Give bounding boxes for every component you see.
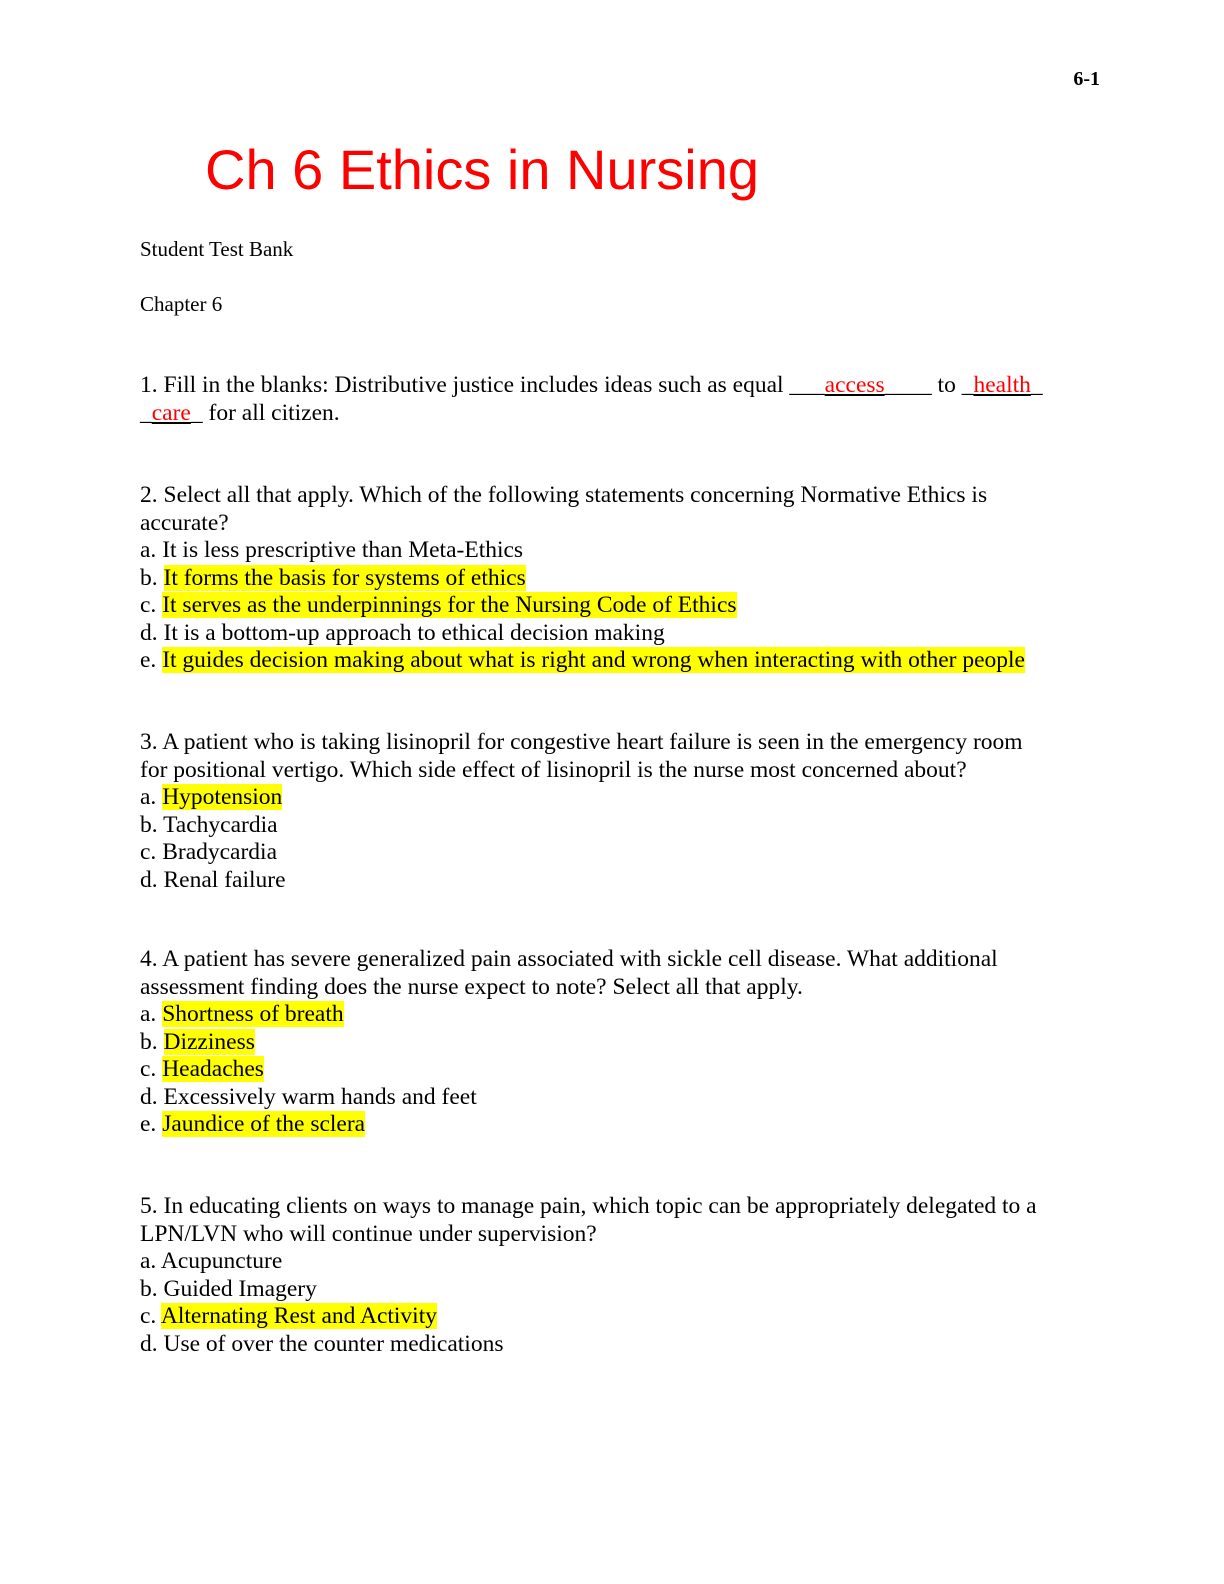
question-4-option-d: d. Excessively warm hands and feet <box>140 1084 1050 1112</box>
option-text: Use of over the counter medications <box>163 1330 504 1357</box>
option-letter: b. <box>140 1275 158 1302</box>
question-4-stem-line2: assessment finding does the nurse expect… <box>140 973 803 1000</box>
question-1-blank3-answer: care <box>151 399 191 426</box>
option-text: Bradycardia <box>162 839 278 865</box>
question-1-blank1-suffix: ____ <box>884 372 932 398</box>
question-1-blank2-answer: health <box>973 372 1031 398</box>
option-letter: b. <box>140 1028 158 1055</box>
option-letter: c. <box>140 839 157 865</box>
option-letter: c. <box>140 1303 157 1329</box>
option-text: Guided Imagery <box>163 1275 317 1302</box>
question-1-stem-line2-rest: for all citizen. <box>202 399 340 426</box>
option-text: Dizziness <box>163 1028 255 1055</box>
question-1-blank2-prefix: _ <box>961 372 974 398</box>
option-text: Hypotension <box>162 784 283 810</box>
option-letter: a. <box>140 537 157 563</box>
question-1-blank1-answer: access <box>824 372 885 398</box>
question-2-stem-line2: accurate? <box>140 509 229 536</box>
option-text: Jaundice of the sclera <box>162 1111 366 1137</box>
option-letter: a. <box>140 1001 157 1027</box>
option-text: Shortness of breath <box>162 1001 344 1027</box>
question-5-option-a: a. Acupuncture <box>140 1248 1050 1276</box>
question-1-stem-text: 1. Fill in the blanks: Distributive just… <box>140 372 790 398</box>
option-text: It is a bottom-up approach to ethical de… <box>163 619 665 646</box>
question-3: 3. A patient who is taking lisinopril fo… <box>140 729 1050 894</box>
option-letter: d. <box>140 1083 158 1110</box>
option-letter: b. <box>140 564 158 591</box>
question-1-blank3-prefix: _ <box>140 399 152 426</box>
question-2-option-a: a. It is less prescriptive than Meta-Eth… <box>140 537 1050 565</box>
question-4-stem-line1: 4. A patient has severe generalized pain… <box>140 946 998 972</box>
option-letter: c. <box>140 592 157 618</box>
question-1-stem-middle: to <box>931 372 962 398</box>
question-1-blank1-prefix: ___ <box>789 372 825 398</box>
option-text: Renal failure <box>163 866 286 893</box>
question-1: 1. Fill in the blanks: Distributive just… <box>140 372 1050 427</box>
option-letter: a. <box>140 1248 157 1274</box>
option-text: It serves as the underpinnings for the N… <box>162 592 737 618</box>
option-text: Tachycardia <box>163 811 278 838</box>
option-letter: e. <box>140 1111 157 1137</box>
question-3-stem-line1: 3. A patient who is taking lisinopril fo… <box>140 729 1023 755</box>
question-4-option-c: c. Headaches <box>140 1056 1050 1084</box>
question-1-stem: 1. Fill in the blanks: Distributive just… <box>140 372 1050 400</box>
question-2-stem-line1: 2. Select all that apply. Which of the f… <box>140 482 988 508</box>
question-5-option-d: d. Use of over the counter medications <box>140 1331 1050 1359</box>
question-2-option-d: d. It is a bottom-up approach to ethical… <box>140 620 1050 648</box>
question-2: 2. Select all that apply. Which of the f… <box>140 482 1050 675</box>
question-5-option-b: b. Guided Imagery <box>140 1276 1050 1304</box>
option-letter: c. <box>140 1056 157 1082</box>
question-3-option-d: d. Renal failure <box>140 867 1050 895</box>
question-4-option-a: a. Shortness of breath <box>140 1001 1050 1029</box>
question-1-blank3-suffix: _ <box>190 399 203 426</box>
question-3-option-c: c. Bradycardia <box>140 839 1050 867</box>
question-3-option-a: a. Hypotension <box>140 784 1050 812</box>
option-letter: d. <box>140 1330 158 1357</box>
option-text: It forms the basis for systems of ethics <box>163 564 526 591</box>
option-text: Alternating Rest and Activity <box>160 1303 437 1329</box>
chapter-label: Chapter 6 <box>140 292 223 316</box>
option-letter: b. <box>140 811 158 838</box>
option-text: Acupuncture <box>160 1248 283 1274</box>
question-5: 5. In educating clients on ways to manag… <box>140 1193 1050 1358</box>
question-4-option-b: b. Dizziness <box>140 1028 1050 1057</box>
question-4-option-e: e. Jaundice of the sclera <box>140 1111 1050 1139</box>
option-letter: d. <box>140 866 158 893</box>
option-text: Headaches <box>162 1056 264 1082</box>
option-text: It guides decision making about what is … <box>162 647 1025 673</box>
page-title: Ch 6 Ethics in Nursing <box>205 138 760 201</box>
subtitle-student-test-bank: Student Test Bank <box>140 237 294 261</box>
option-text: Excessively warm hands and feet <box>163 1083 477 1110</box>
option-letter: a. <box>140 784 157 810</box>
question-4: 4. A patient has severe generalized pain… <box>140 946 1050 1139</box>
question-1-stem-line2: _care_ for all citizen. <box>140 400 1050 428</box>
option-text: It is less prescriptive than Meta-Ethics <box>162 537 524 563</box>
question-5-stem-line1: 5. In educating clients on ways to manag… <box>140 1193 1037 1219</box>
question-2-option-b: b. It forms the basis for systems of eth… <box>140 564 1050 593</box>
question-2-option-e: e. It guides decision making about what … <box>140 647 1050 675</box>
question-5-option-c: c. Alternating Rest and Activity <box>140 1303 1050 1331</box>
question-2-option-c: c. It serves as the underpinnings for th… <box>140 592 1050 620</box>
question-3-option-b: b. Tachycardia <box>140 812 1050 840</box>
option-letter: d. <box>140 619 158 646</box>
question-1-blank2-suffix: _ <box>1030 372 1043 398</box>
question-5-stem-line2: LPN/LVN who will continue under supervis… <box>140 1220 597 1247</box>
question-3-stem-line2: for positional vertigo. Which side effec… <box>140 756 967 783</box>
option-letter: e. <box>140 647 157 673</box>
page-number: 6-1 <box>1073 68 1100 90</box>
